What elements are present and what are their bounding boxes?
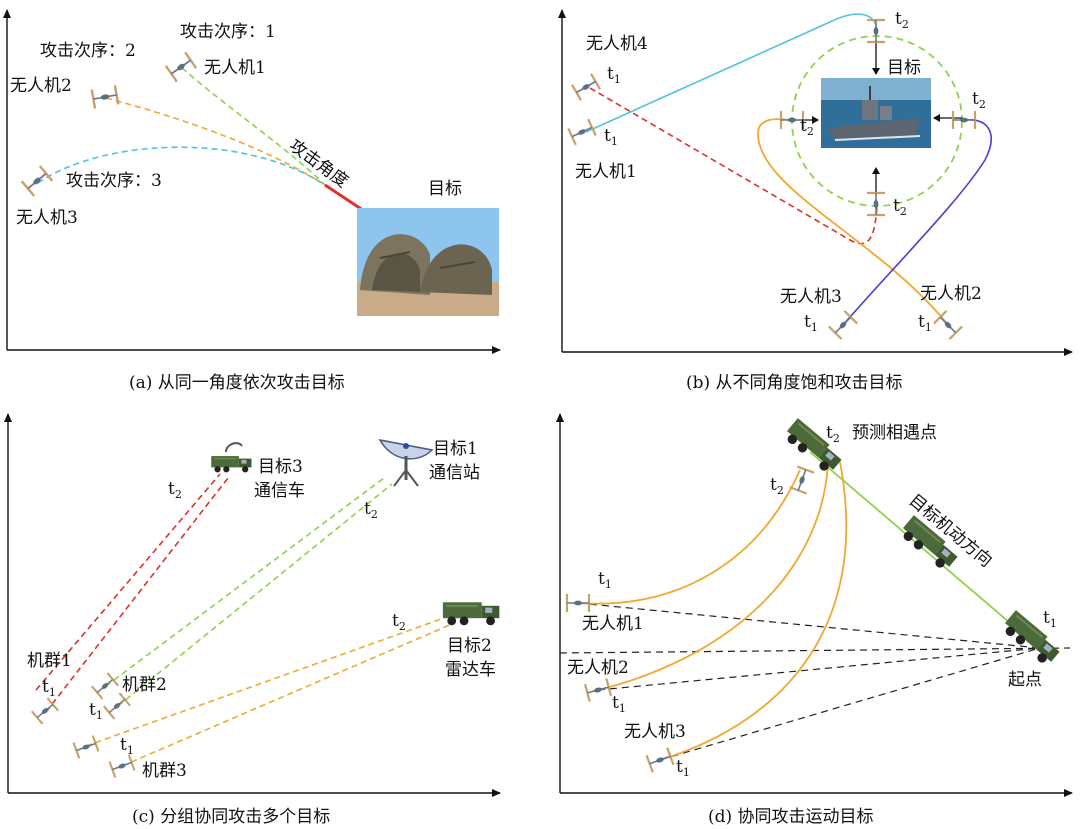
- path-uav3: [37, 146, 326, 186]
- uav4-icon: [570, 72, 602, 102]
- path-group1: [35, 473, 221, 691]
- uav2-icon: [932, 309, 964, 341]
- time-label: t2: [893, 196, 907, 218]
- target3-type: 通信车: [254, 481, 305, 501]
- uav2-label: 无人机2: [920, 284, 982, 304]
- seq1-label: 攻击次序：1: [180, 22, 276, 42]
- uav1-icon: [565, 592, 591, 614]
- group2-label: 机群2: [122, 675, 167, 695]
- path-uav1: [181, 67, 326, 186]
- panel-a: 攻击次序：1 攻击次序：2 攻击次序：3 无人机1 无人机2 无人机3 攻击角度…: [2, 9, 501, 393]
- path-group2: [105, 477, 385, 687]
- time-label: t1: [89, 700, 103, 722]
- time-label: t1: [42, 677, 56, 699]
- time-label: t2: [392, 611, 406, 633]
- uav2-label: 无人机2: [567, 658, 629, 678]
- uav4-label: 无人机4: [586, 34, 648, 54]
- caption-c: (c) 分组协同攻击多个目标: [132, 807, 330, 827]
- caption-a: (a) 从同一角度依次攻击目标: [129, 373, 345, 393]
- path-group3: [85, 617, 445, 747]
- caption-b: (b) 从不同角度饱和攻击目标: [686, 373, 903, 393]
- time-label: t2: [826, 423, 840, 445]
- uav1-label: 无人机1: [582, 614, 644, 634]
- target2-type: 雷达车: [445, 660, 496, 680]
- group2-uav-icon: [90, 672, 120, 700]
- time-label: t1: [612, 693, 626, 715]
- uav-right-icon: [951, 109, 977, 131]
- time-label: t2: [800, 116, 814, 138]
- time-label: t2: [895, 9, 909, 31]
- comm-vehicle-icon: [210, 442, 253, 474]
- target1-type: 通信站: [429, 463, 480, 483]
- time-label: t1: [598, 569, 612, 591]
- uav-meet-icon: [788, 465, 816, 495]
- radar-truck-icon: [441, 601, 501, 627]
- time-label: t1: [918, 312, 932, 334]
- uav3-icon: [827, 309, 859, 341]
- path-group3: [121, 623, 453, 767]
- truck-meet-icon: [781, 417, 845, 477]
- uav1-label: 无人机1: [204, 58, 266, 78]
- group2-uav-icon: [102, 692, 132, 720]
- time-label: t2: [364, 499, 378, 521]
- time-label: t1: [604, 126, 618, 148]
- comm-station-icon: [378, 438, 434, 487]
- group3-label: 机群3: [142, 761, 187, 781]
- uav1-icon: [567, 118, 597, 146]
- attack-angle-label: 攻击角度: [285, 136, 352, 192]
- uav-bottom-icon: [865, 191, 887, 217]
- dashed-guide: [577, 602, 1041, 649]
- seq2-label: 攻击次序：2: [40, 41, 136, 61]
- target2-name: 目标2: [447, 636, 492, 656]
- time-label: t2: [168, 479, 182, 501]
- uav3-label: 无人机3: [624, 722, 686, 742]
- uav1-label: 无人机1: [575, 162, 637, 182]
- path-uav1: [577, 469, 801, 605]
- dashed-guide: [559, 647, 1071, 654]
- uav2-label: 无人机2: [10, 76, 72, 96]
- target-label: 目标: [887, 58, 921, 78]
- uav2-icon: [90, 84, 120, 110]
- time-label: t1: [804, 312, 818, 334]
- time-label: t2: [972, 89, 986, 111]
- target1-name: 目标1: [433, 439, 478, 459]
- panel-b: 无人机4 无人机1 无人机3 无人机2 目标 t1 t1 t2 t2 t2 t2…: [558, 9, 1073, 393]
- path-uav3: [842, 119, 992, 326]
- time-label: t1: [1043, 608, 1057, 630]
- uav2-icon: [583, 677, 613, 703]
- panel-c: 目标3 通信车 目标1 通信站 目标2 雷达车 机群1 机群2 机群3 t2 t…: [3, 413, 501, 827]
- meet-point-label: 预测相遇点: [852, 423, 937, 443]
- dashed-guide: [597, 647, 1041, 691]
- time-label: t2: [770, 475, 784, 497]
- path-uav2: [757, 118, 949, 326]
- target-label: 目标: [428, 179, 462, 199]
- target3-name: 目标3: [258, 457, 303, 477]
- uav3-label: 无人机3: [16, 208, 78, 228]
- uav3-icon: [645, 746, 675, 774]
- dashed-guide: [659, 647, 1041, 761]
- time-label: t1: [676, 757, 690, 779]
- bunker-target-image: [357, 208, 499, 316]
- uav3-label: 无人机3: [780, 287, 842, 307]
- path-group2: [117, 483, 393, 707]
- group1-label: 机群1: [27, 651, 72, 671]
- seq3-label: 攻击次序：3: [66, 171, 162, 191]
- path-uav2: [597, 464, 829, 691]
- panel-d: 预测相遇点 目标机动方向 起点 无人机1 无人机2 无人机3 t2 t2 t1 …: [556, 413, 1073, 827]
- uav3-icon: [20, 164, 54, 198]
- group3-uav-icon: [108, 753, 136, 779]
- uav-top-icon: [865, 18, 887, 44]
- caption-d: (d) 协同攻击运动目标: [708, 807, 874, 827]
- time-label: t1: [607, 64, 621, 86]
- path-uav3: [659, 461, 848, 761]
- ship-target-image: [821, 78, 931, 148]
- path-uav4: [589, 87, 878, 245]
- time-label: t1: [120, 735, 134, 757]
- group3-uav-icon: [72, 734, 100, 760]
- start-label: 起点: [1008, 670, 1042, 690]
